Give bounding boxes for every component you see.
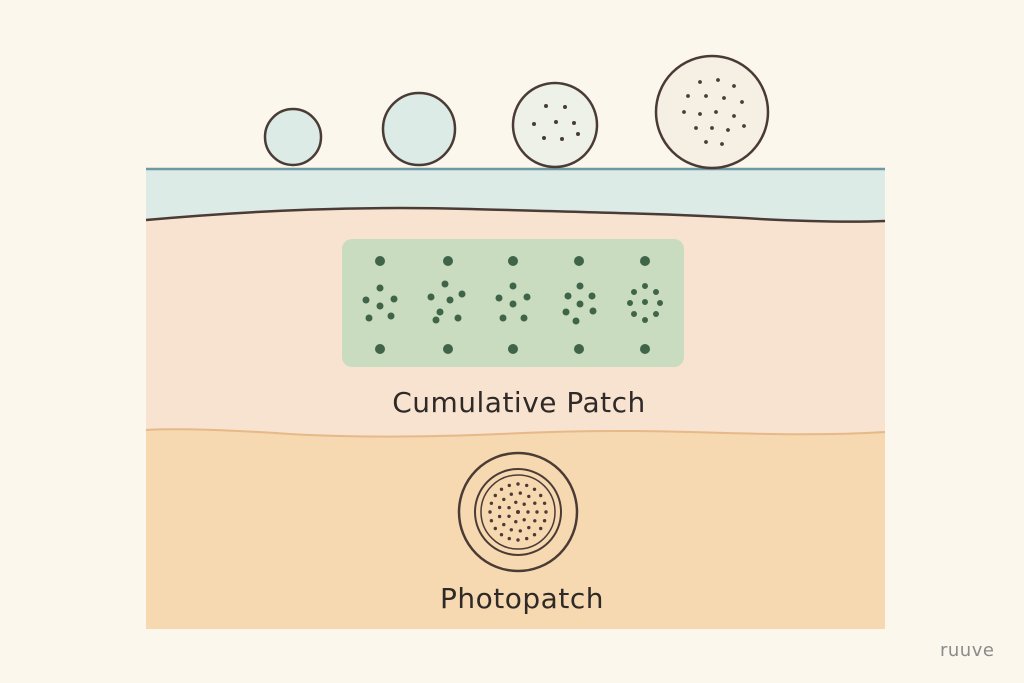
particle-circle-icon	[654, 54, 770, 170]
photopatch-dot	[509, 492, 513, 496]
photopatch-dot	[539, 526, 543, 531]
photopatch-dot	[507, 506, 511, 510]
photopatch-dot	[507, 536, 511, 541]
photopatch-dot	[509, 528, 513, 532]
photopatch-dot	[525, 536, 529, 541]
photopatch-dot	[514, 500, 518, 504]
photopatch-dot	[539, 493, 543, 498]
photopatch-dot	[533, 519, 537, 523]
particle-row	[263, 54, 770, 170]
photopatch-dot	[493, 526, 497, 531]
photopatch-dot	[532, 533, 537, 537]
watermark: ruuve	[940, 640, 995, 661]
dot-grid-icon	[488, 482, 548, 542]
surface-bottom-line	[145, 206, 886, 223]
photopatch-dot	[502, 522, 506, 527]
photopatch-dot	[502, 497, 506, 502]
photopatch-dot	[493, 493, 497, 498]
photopatch-dot	[542, 519, 547, 523]
photopatch-dot	[488, 510, 492, 514]
photopatch-dot	[544, 510, 548, 514]
photopatch-dot	[489, 501, 494, 505]
photopatch-dot	[525, 483, 529, 488]
photopatch-dot	[516, 538, 520, 542]
photopatch-dot	[532, 487, 537, 491]
particle-dotted-medium	[511, 81, 599, 169]
photopatch-dot	[522, 502, 526, 506]
photopatch-dot	[533, 501, 537, 505]
photopatch-dot	[527, 494, 531, 499]
photopatch-dot	[522, 518, 526, 522]
photopatch-center-dot	[516, 510, 520, 514]
dot-grid-icon	[682, 78, 746, 146]
photopatch-dot	[516, 482, 520, 486]
photopatch-dot	[518, 491, 522, 495]
photopatch-dot	[535, 510, 539, 514]
photopatch-dot	[489, 519, 494, 523]
photopatch-dot	[499, 533, 504, 537]
photopatch-dot	[514, 520, 518, 524]
photopatch-dot	[507, 483, 511, 488]
cumulative-patch-label: Cumulative Patch	[392, 386, 646, 419]
photopatch-dot	[507, 514, 511, 518]
concentric-circle-icon	[457, 451, 579, 573]
photopatch-label: Photopatch	[440, 582, 604, 615]
particle-circle-icon	[511, 81, 599, 169]
lower-skin-layer	[146, 426, 885, 629]
lower-boundary-line	[145, 428, 886, 438]
photopatch-dot	[499, 487, 504, 491]
particle-circle-icon	[381, 91, 457, 167]
dot-grid-icon	[362, 256, 663, 354]
photopatch-dot	[542, 501, 547, 505]
particle-circle-icon	[263, 107, 323, 167]
photopatch-dot	[497, 505, 502, 510]
photopatch-dot	[526, 510, 530, 514]
particle-dotted-large	[654, 54, 770, 170]
photopatch-dot	[527, 525, 531, 530]
photopatch-dot	[497, 514, 502, 519]
photopatch-dot	[518, 529, 522, 533]
dot-grid-icon	[532, 104, 580, 141]
